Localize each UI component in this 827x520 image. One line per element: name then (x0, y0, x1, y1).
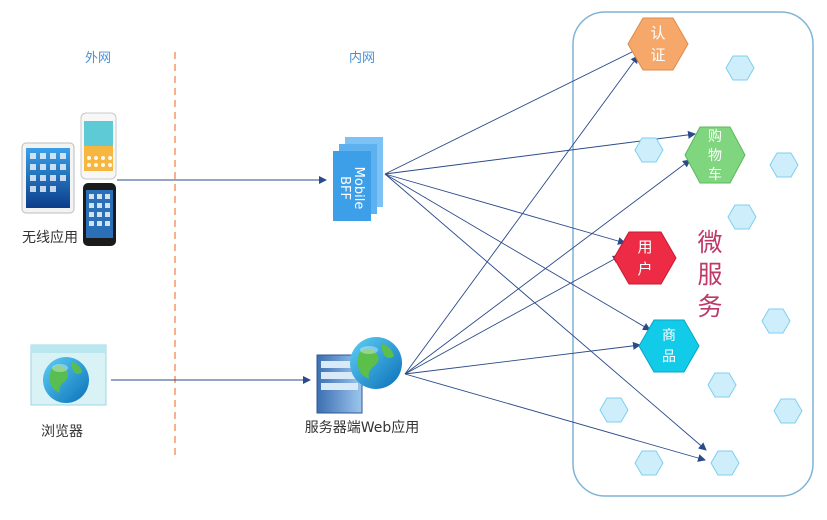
arrow-bff-to-product (384, 173, 651, 331)
inner-network-label: 内网 (349, 50, 375, 66)
cart-hexagon (684, 126, 746, 184)
cart-label-char1: 购 (708, 129, 722, 145)
webapp-fanout-arrows (404, 55, 706, 462)
product-hexagon (638, 319, 700, 373)
product-label-char2: 品 (662, 349, 676, 365)
small-hexagon (761, 308, 791, 334)
product-service-node: 商 品 (638, 319, 700, 373)
mobile-devices-icon (21, 112, 117, 246)
browser-icon (30, 344, 107, 406)
auth-service-node: 认 证 (627, 17, 689, 71)
arrow-bff-to-auth (384, 47, 641, 175)
small-hexagon (769, 152, 799, 178)
arrow-webapp-to-auth (404, 55, 639, 375)
browser-label: 浏览器 (41, 424, 83, 440)
small-service-hexagons (599, 55, 803, 476)
small-hexagon (599, 397, 629, 423)
small-hexagon (725, 55, 755, 81)
user-service-node: 用 户 (613, 231, 677, 285)
arrow-webapp-to-cart (404, 159, 691, 375)
small-hexagon (727, 204, 757, 230)
server-web-app-icon (316, 337, 402, 414)
auth-hexagon (627, 17, 689, 71)
microservices-title-char1: 微 (697, 228, 722, 257)
small-hexagon (707, 372, 737, 398)
microservices-title-char3: 务 (697, 292, 722, 321)
microservice-container (572, 11, 814, 497)
user-hexagon (613, 231, 677, 285)
user-label-char2: 户 (637, 260, 652, 278)
auth-label-char1: 认 (650, 24, 665, 42)
web-app-label: 服务器端Web应用 (305, 419, 420, 436)
small-hexagon (634, 137, 664, 163)
bff-label-line2: BFF (337, 176, 352, 200)
cart-service-node: 购 物 车 (684, 126, 746, 184)
microservices-title-char2: 服 (697, 260, 722, 289)
outer-network-label: 外网 (85, 51, 111, 66)
bff-label-line1: Mobile (351, 167, 366, 210)
product-label-char1: 商 (662, 328, 676, 344)
cart-label-char3: 车 (708, 166, 722, 183)
arrow-bff-to-other (384, 173, 707, 451)
mobile-bff-icon: Mobile BFF (333, 137, 383, 221)
user-label-char1: 用 (637, 238, 652, 256)
small-hexagon (773, 398, 803, 424)
mobile-app-label: 无线应用 (22, 229, 78, 246)
arrow-webapp-to-user (404, 255, 621, 375)
small-hexagon (634, 450, 664, 476)
arrow-bff-to-user (384, 173, 626, 245)
arrow-webapp-to-product (404, 341, 641, 375)
microservices-title: 微 服 务 (697, 228, 722, 321)
cart-label-char2: 物 (708, 148, 722, 164)
arrow-webapp-to-other (404, 373, 706, 462)
auth-label-char2: 证 (650, 46, 665, 64)
small-hexagon (710, 450, 740, 476)
